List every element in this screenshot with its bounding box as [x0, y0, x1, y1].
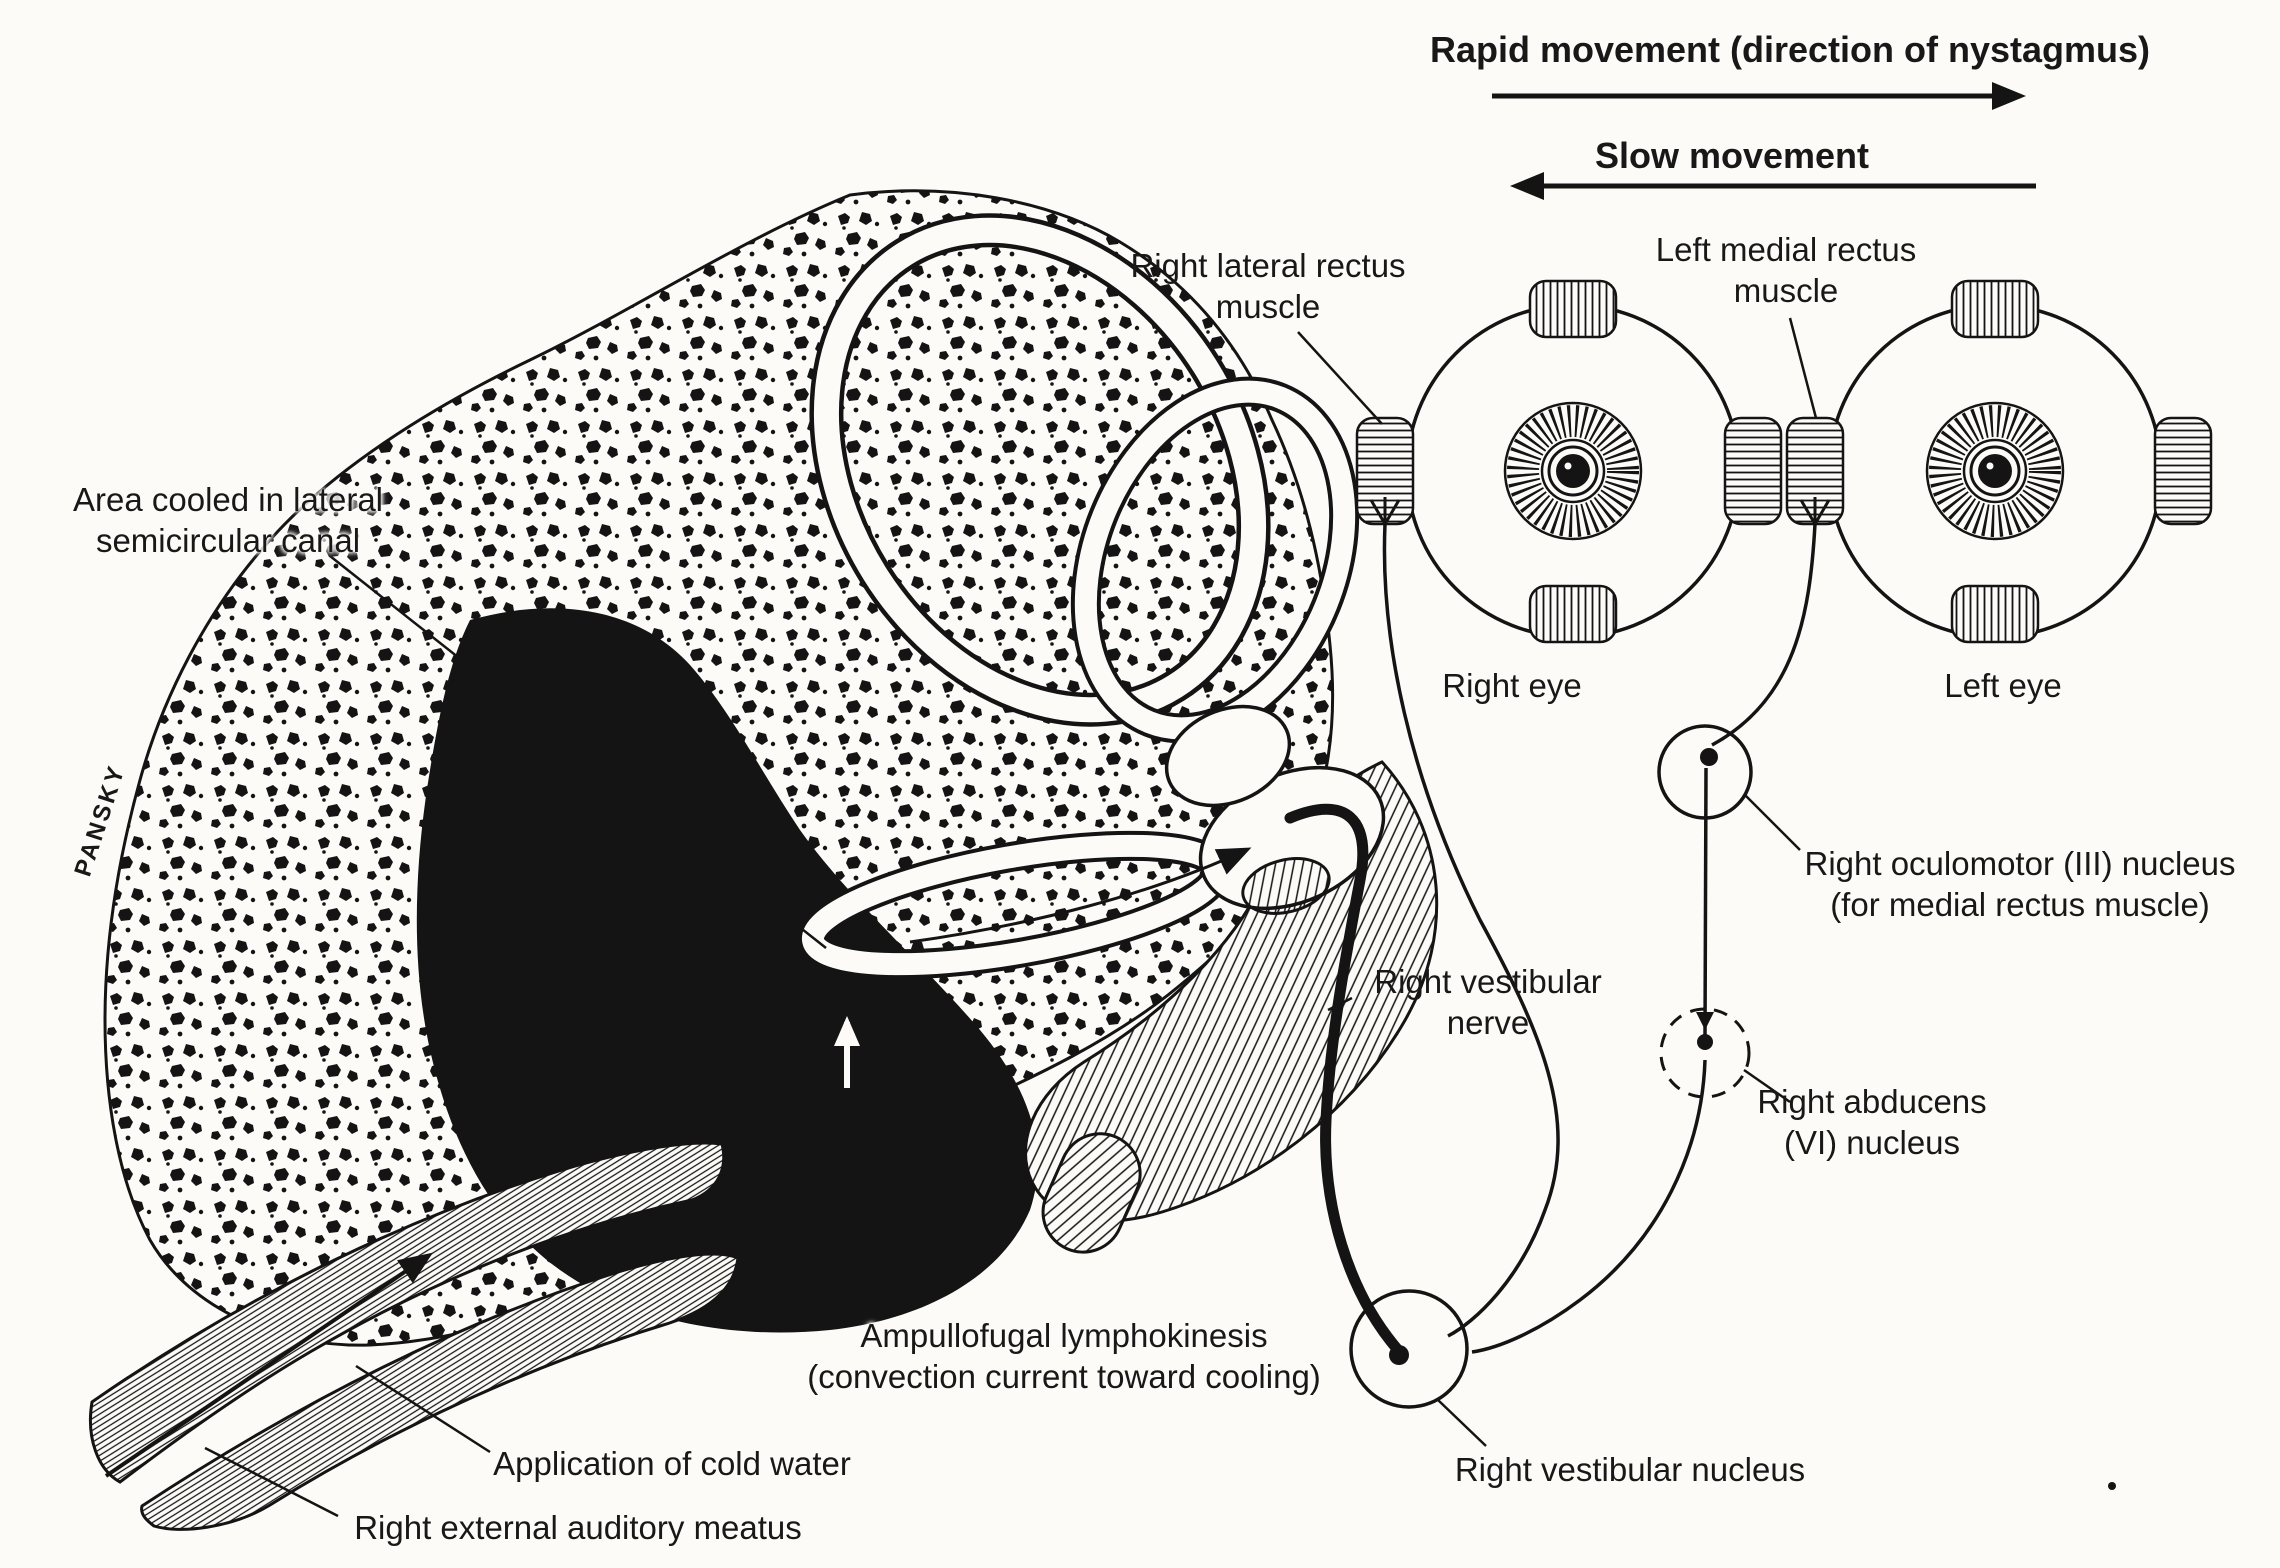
oculomotor-nucleus-label: Right oculomotor (III) nucleus (for medi… [1804, 844, 2235, 926]
right-pupil [1556, 454, 1590, 488]
oval-window [1241, 857, 1331, 915]
superior-canal-lumen [813, 217, 1267, 723]
nystagmus-direction-arrows [1492, 82, 2036, 200]
leader-ampullofugal [836, 1121, 888, 1315]
area-cooled-line1: Area cooled in lateral [72, 481, 384, 518]
abducens-nucleus-dashed-circle [1659, 1007, 1751, 1099]
endolymph-flow-arrow [909, 847, 1252, 944]
right-iris-outline [1503, 401, 1643, 541]
vestibular-nerve-line1: Right vestibular [1374, 963, 1602, 1000]
posterior-canal-lumen [1074, 380, 1356, 740]
leader-application [355, 1364, 491, 1454]
cold-water-arrow [104, 1252, 433, 1478]
vestibular-nucleus-label: Right vestibular nucleus [1454, 1451, 1806, 1488]
meatus-band-lower-stripes [141, 1254, 738, 1530]
abducens-nucleus-line1: Right abducens [1757, 1083, 1987, 1120]
left-eye-superior-muscle-coil [1950, 279, 2040, 339]
leader-lines [204, 317, 1818, 1518]
left-eye-label: Left eye [1944, 667, 2062, 704]
leader-oculomotor [1744, 794, 1801, 851]
area-cooled-label: Area cooled in lateral semicircular cana… [73, 480, 383, 562]
left-eye-medial-rectus-coil [1785, 416, 1845, 526]
left-eye-inferior-muscle-coil [1950, 584, 2040, 644]
vestibular-nucleus-dot [1389, 1345, 1409, 1365]
small-cylinder-structure [1041, 1132, 1142, 1254]
leader-vestibular-nucleus [1437, 1399, 1487, 1447]
lateral-rectus-nerve-fork [1369, 497, 1401, 525]
pathway-medial-rectus-branch-upper [1711, 523, 1817, 747]
pathway-medial-rectus-branch-lower [1471, 1059, 1707, 1354]
leader-vestibular-nerve [1327, 996, 1353, 1012]
oculomotor-nucleus-line2: (for medial rectus muscle) [1830, 885, 2210, 923]
vestibular-nerve-line2: nerve [1446, 1003, 1530, 1041]
leader-meatus [204, 1446, 339, 1518]
right-lateral-rectus-line2: muscle [1215, 287, 1321, 325]
right-pupil-highlight [1564, 462, 1572, 470]
left-pupil [1978, 454, 2012, 488]
vestibular-nerve-trunk [1284, 803, 1404, 1356]
right-eye-superior-muscle-coil [1528, 279, 1618, 339]
meatus-band-upper-stripes [90, 1142, 724, 1482]
abducens-synapse-dot [1697, 1034, 1713, 1050]
left-medial-rectus-line2: muscle [1733, 271, 1839, 309]
right-lateral-rectus-line1: Right lateral rectus [1130, 247, 1406, 284]
leader-area-cooled [329, 555, 827, 949]
ampullofugal-line1: Ampullofugal lymphokinesis [860, 1317, 1268, 1354]
right-lateral-rectus-label: Right lateral rectus muscle [1130, 246, 1405, 328]
leader-left-medial-rectus [1788, 317, 1818, 419]
left-pupil-highlight [1986, 462, 1994, 470]
neural-pathway [1284, 497, 1831, 1409]
ampullofugal-line2: (convection current toward cooling) [807, 1357, 1321, 1395]
oculomotor-nucleus-line1: Right oculomotor (III) nucleus [1804, 845, 2236, 882]
ear-illustration [88, 189, 1439, 1531]
pathway-internuclear-segment [1703, 767, 1708, 1037]
left-iris-spokes [1929, 405, 2061, 537]
area-cooled-line2: semicircular canal [95, 521, 361, 559]
ampulla-blob [1164, 704, 1292, 808]
left-medial-rectus-label: Left medial rectus muscle [1656, 230, 1916, 312]
external-auditory-meatus [88, 1141, 740, 1531]
medial-rectus-nerve-fork [1799, 497, 1831, 525]
vestibular-nucleus-circle [1349, 1289, 1469, 1409]
mastoid-dark-region [416, 608, 1038, 1333]
slow-movement-label: Slow movement [1594, 135, 1870, 176]
pathway-lateral-rectus-branch [1382, 523, 1560, 1338]
right-eye-medial-rectus-coil [1723, 416, 1783, 526]
abducens-arrow-tick [1696, 1012, 1714, 1030]
oculomotor-synapse-dot [1700, 748, 1718, 766]
left-eye-lateral-rectus-coil [2153, 416, 2213, 526]
right-eye-figure [1355, 279, 1783, 644]
right-eye-lateral-rectus-coil [1355, 416, 1415, 526]
rapid-movement-label: Rapid movement (direction of nystagmus) [1429, 29, 2151, 70]
vestibular-nerve-label: Right vestibular nerve [1374, 962, 1601, 1044]
oculomotor-nucleus-circle [1657, 724, 1753, 820]
left-eye-figure [1785, 279, 2213, 644]
application-cold-water-label: Application of cold water [493, 1445, 851, 1482]
print-dot [2108, 1482, 2116, 1490]
ampullofugal-label: Ampullofugal lymphokinesis (convection c… [807, 1316, 1321, 1398]
abducens-nucleus-label: Right abducens (VI) nucleus [1757, 1082, 1986, 1164]
right-eye-label: Right eye [1442, 667, 1582, 704]
leader-right-lateral-rectus [1297, 331, 1383, 425]
external-auditory-meatus-label: Right external auditory meatus [354, 1509, 802, 1546]
left-medial-rectus-line1: Left medial rectus [1655, 231, 1917, 268]
abducens-nucleus-line2: (VI) nucleus [1783, 1123, 1961, 1161]
leader-abducens [1743, 1068, 1791, 1104]
right-iris-spokes [1507, 405, 1639, 537]
left-iris-outline [1925, 401, 2065, 541]
right-eye-inferior-muscle-coil [1528, 584, 1618, 644]
